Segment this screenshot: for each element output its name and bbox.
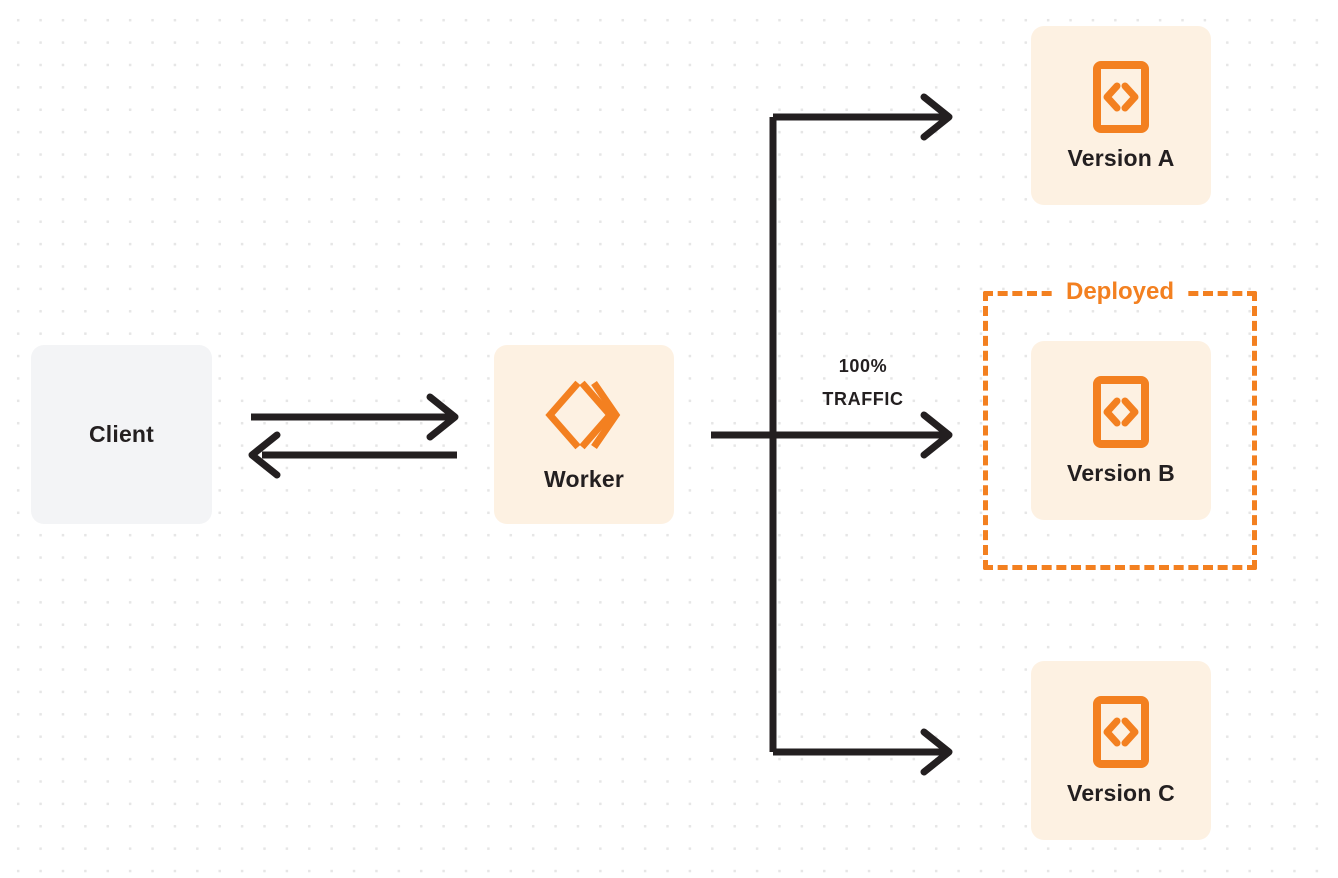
node-worker[interactable]: Worker — [494, 345, 674, 524]
arrow-worker-to-versions — [711, 93, 953, 776]
node-version-a[interactable]: Version A — [1031, 26, 1211, 205]
node-worker-label: Worker — [543, 465, 625, 492]
node-version-b[interactable]: Version B — [1031, 341, 1211, 520]
deployed-group-label: Deployed — [1051, 280, 1189, 304]
code-document-icon — [1092, 60, 1150, 134]
node-version-c[interactable]: Version C — [1031, 661, 1211, 840]
cloudflare-workers-logo-icon — [544, 377, 624, 453]
code-document-icon — [1092, 375, 1150, 449]
arrow-worker-to-client — [248, 431, 457, 479]
node-version-a-label: Version A — [1067, 144, 1175, 171]
node-version-b-label: Version B — [1067, 459, 1175, 486]
traffic-percent: 100% — [838, 356, 888, 376]
deployed-group: Deployed — [983, 280, 1257, 570]
node-version-c-label: Version C — [1067, 779, 1175, 806]
traffic-unit: TRAFFIC — [822, 389, 904, 410]
traffic-label: 100% TRAFFIC — [790, 350, 936, 417]
node-client-label: Client — [88, 420, 155, 447]
arrow-client-to-worker — [251, 393, 459, 441]
code-document-icon — [1092, 695, 1150, 769]
node-client[interactable]: Client — [31, 345, 212, 524]
